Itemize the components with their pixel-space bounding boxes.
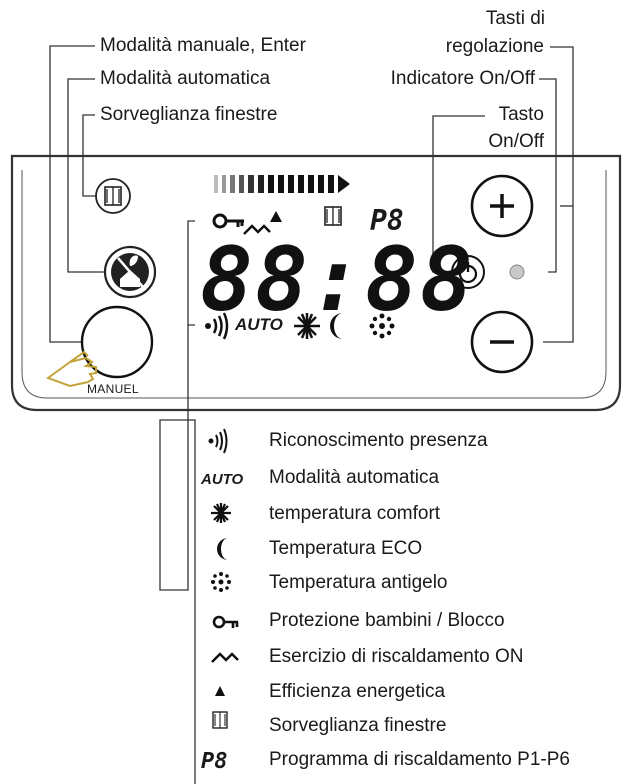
auto-icon: AUTO xyxy=(201,470,244,488)
legend-window-icon xyxy=(212,711,228,729)
legend-comfort-icon xyxy=(211,503,231,523)
manual-button[interactable] xyxy=(80,305,154,379)
lcd-program: P8 xyxy=(370,204,404,237)
legend-text: Temperatura ECO xyxy=(269,538,423,559)
device-body xyxy=(10,154,622,412)
callout-onoff-key-line2: On/Off xyxy=(488,131,544,152)
legend-row-efficiency: Efficienza energetica xyxy=(195,678,615,708)
callout-manual-enter: Modalità manuale, Enter xyxy=(100,35,306,56)
legend-text: Esercizio di riscaldamento ON xyxy=(269,646,524,667)
legend-heating-wave-icon xyxy=(211,652,239,663)
lcd-digits: 88:88 xyxy=(200,228,475,331)
onoff-button[interactable] xyxy=(451,255,485,289)
callout-lines-right xyxy=(432,46,574,343)
legend-text: Modalità automatica xyxy=(269,467,440,488)
legend-row-program: P8 Programma di riscaldamento P1-P6 xyxy=(195,746,615,776)
legend-bracket xyxy=(159,220,196,784)
legend-text: Sorveglianza finestre xyxy=(269,715,447,736)
program-icon: P8 xyxy=(201,748,228,774)
manuel-label: MANUEL xyxy=(87,382,139,396)
legend-row-lock: Protezione bambini / Blocco xyxy=(195,607,615,637)
lcd-antifreeze-icon xyxy=(369,313,395,339)
legend-text: Riconoscimento presenza xyxy=(269,430,488,451)
legend-text: Efficienza energetica xyxy=(269,681,446,702)
legend-antifreeze-icon xyxy=(211,572,231,592)
hand-pointer-icon xyxy=(45,350,97,388)
callout-onoff-indicator: Indicatore On/Off xyxy=(390,68,535,89)
legend-eco-moon-icon xyxy=(217,538,228,560)
legend-text: Temperatura antigelo xyxy=(269,572,448,593)
legend-row-window: Sorveglianza finestre xyxy=(195,712,615,742)
legend-row-comfort: temperatura comfort xyxy=(195,500,615,530)
lcd-comfort-icon xyxy=(294,313,320,339)
lcd-eco-moon-icon xyxy=(330,313,343,339)
lcd-presence-icon xyxy=(205,312,229,340)
lcd-heating-wave-icon xyxy=(243,224,271,235)
legend-text: Programma di riscaldamento P1-P6 xyxy=(269,749,570,770)
plus-button[interactable] xyxy=(470,174,534,238)
callout-automatic-mode: Modalità automatica xyxy=(100,68,271,89)
legend-text: Protezione bambini / Blocco xyxy=(269,610,505,631)
callout-lines-left xyxy=(49,45,110,343)
callout-onoff-key-line1: Tasto xyxy=(498,104,544,125)
legend-row-presence: Riconoscimento presenza xyxy=(195,427,615,457)
minus-button[interactable] xyxy=(470,310,534,374)
lcd-window-icon xyxy=(324,206,342,226)
legend-key-lock-icon xyxy=(212,615,239,629)
window-button[interactable] xyxy=(95,178,131,214)
legend-row-eco: Temperatura ECO xyxy=(195,535,615,565)
legend-triangle-icon xyxy=(215,686,225,696)
callout-window-monitoring: Sorveglianza finestre xyxy=(100,104,278,125)
level-bar-icon xyxy=(214,175,350,193)
onoff-indicator-led xyxy=(509,264,525,280)
device-inner-line xyxy=(21,170,607,399)
callout-adjust-keys-line2: regolazione xyxy=(445,36,544,57)
legend-presence-icon xyxy=(208,428,228,454)
legend-row-antifreeze: Temperatura antigelo xyxy=(195,569,615,599)
legend-row-heating: Esercizio di riscaldamento ON xyxy=(195,643,615,673)
lcd-auto: AUTO xyxy=(235,315,283,334)
legend-text: temperatura comfort xyxy=(269,503,441,524)
auto-mode-button[interactable] xyxy=(103,245,157,299)
callout-adjust-keys-line1: Tasti di xyxy=(485,8,545,29)
lcd-triangle-icon xyxy=(270,211,282,222)
lcd-key-icon xyxy=(212,213,244,229)
legend-row-auto: AUTO Modalità automatica xyxy=(195,464,615,494)
